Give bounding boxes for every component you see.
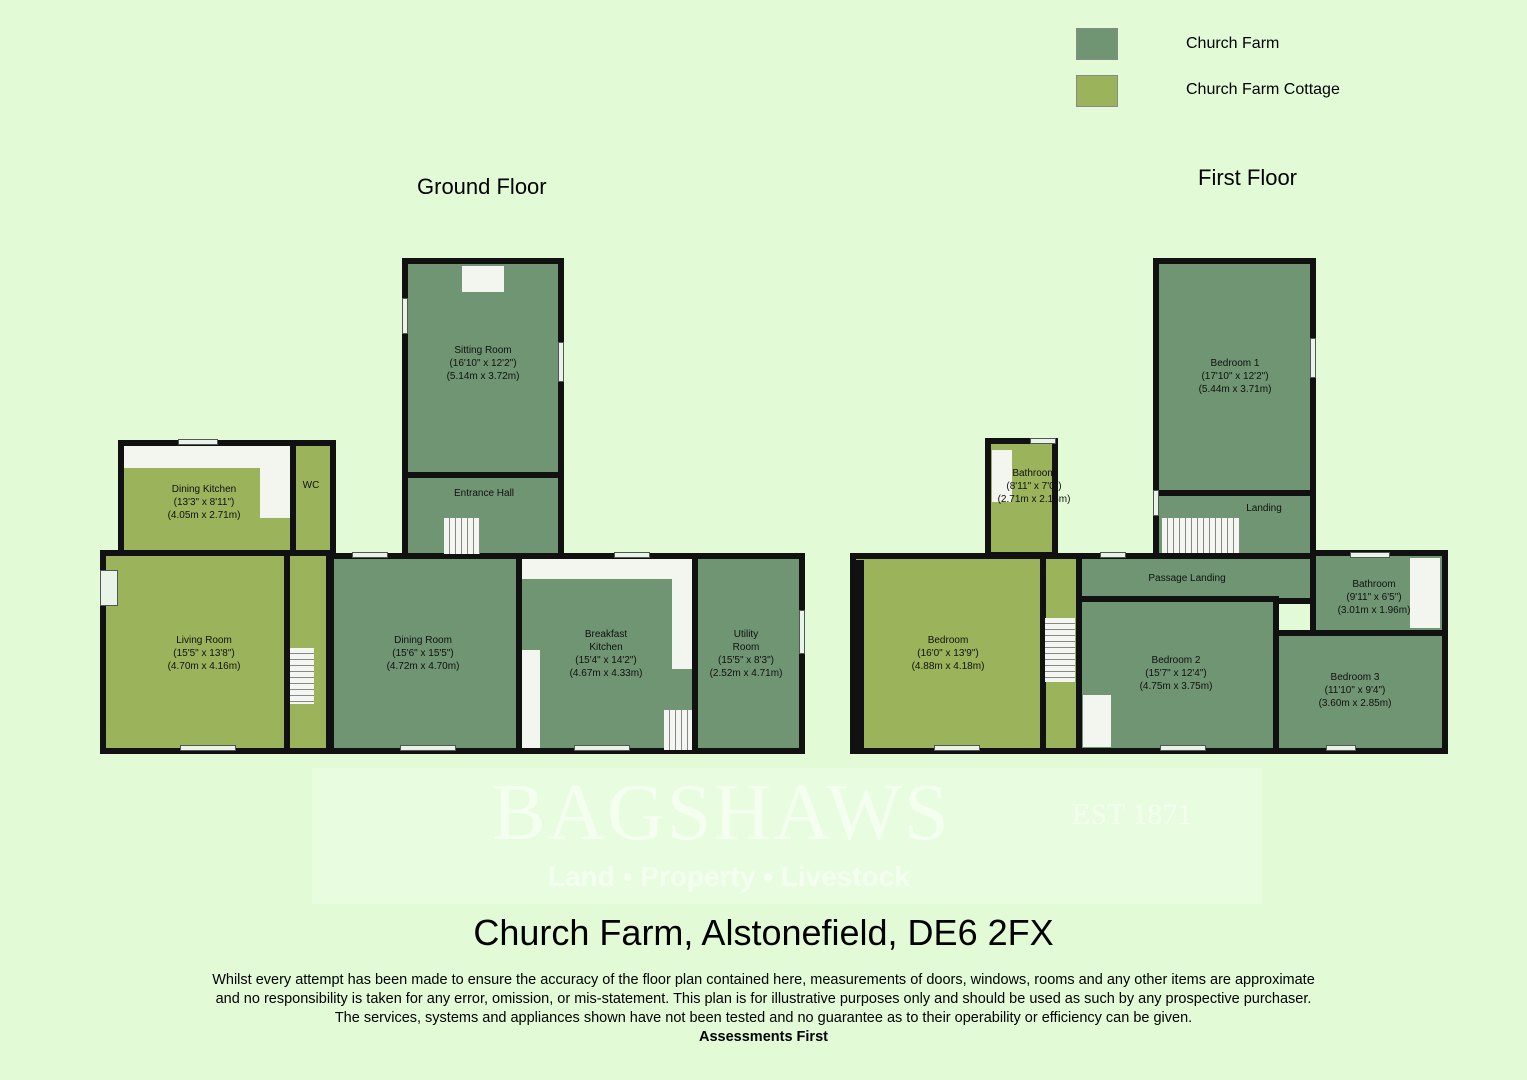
fireplace <box>462 266 504 292</box>
kitchen-units-left <box>522 650 540 748</box>
window <box>400 745 456 751</box>
bedroom-3-label: Bedroom 3(11'10" x 9'4")(3.60m x 2.85m) <box>1318 672 1392 709</box>
window <box>1326 745 1356 751</box>
window <box>178 439 218 445</box>
kitchen-units <box>522 559 692 579</box>
main-stairs <box>444 518 480 554</box>
watermark-name: BAGSHAWS <box>492 769 951 857</box>
legend-swatch-church-farm <box>1076 28 1118 60</box>
disclaimer-line-1: Whilst every attempt has been made to en… <box>212 972 1315 988</box>
disclaimer-credit: Assessments First <box>699 1029 828 1045</box>
passage-landing-label: Passage Landing <box>1148 573 1226 584</box>
wc <box>290 440 336 556</box>
sitting-room <box>402 258 564 478</box>
sitting-room-label: Sitting Room(16'10" x 12'2")(5.14m x 3.7… <box>446 345 520 382</box>
bedroom-3 <box>1273 630 1448 754</box>
ground-floor-title: Ground Floor <box>417 174 547 199</box>
bedroom-2-label: Bedroom 2(15'7" x 12'4")(4.75m x 3.75m) <box>1139 655 1213 692</box>
window <box>574 745 630 751</box>
living-room <box>100 550 296 754</box>
window <box>1310 338 1316 378</box>
cottage-stairs-ff <box>1045 618 1075 682</box>
window <box>799 610 805 654</box>
property-address: Church Farm, Alstonefield, DE6 2FX <box>473 912 1054 953</box>
window <box>1030 438 1056 444</box>
window <box>352 552 388 558</box>
cottage-bathroom-label: Bathroom(8'11" x 7'0")(2.71m x 2.13m) <box>997 468 1071 505</box>
cottage-bedroom-label: Bedroom(16'0" x 13'9")(4.88m x 4.18m) <box>911 635 985 672</box>
legend-label-cottage: Church Farm Cottage <box>1186 81 1340 98</box>
window <box>402 298 408 334</box>
watermark-est: EST 1871 <box>1072 798 1193 831</box>
bath <box>992 450 1012 502</box>
dining-kitchen-label: Dining Kitchen(13'3" x 8'11")(4.05m x 2.… <box>167 484 241 521</box>
disclaimer: Whilst every attempt has been made to en… <box>0 971 1527 1047</box>
window <box>1350 552 1390 558</box>
bagshaws-watermark: BAGSHAWS Land • Property • Livestock EST… <box>312 768 1262 904</box>
dining-room <box>328 553 522 754</box>
bath-main <box>1410 558 1440 628</box>
window <box>1153 490 1159 516</box>
window <box>1160 745 1206 751</box>
kitchen-units-side <box>672 559 692 669</box>
landing-stairs <box>1162 518 1240 554</box>
kitchen-worktop-side <box>260 446 290 518</box>
kitchen-steps <box>664 710 694 750</box>
disclaimer-line-3: The services, systems and appliances sho… <box>334 1010 1193 1026</box>
disclaimer-line-2: and no responsibility is taken for any e… <box>215 991 1312 1007</box>
wc-label: WC <box>302 480 320 491</box>
window <box>100 570 118 606</box>
watermark-tagline: Land • Property • Livestock <box>548 861 910 892</box>
landing-label: Landing <box>1246 503 1282 514</box>
kitchen-worktop <box>124 446 290 468</box>
entrance-hall <box>402 472 564 560</box>
window <box>934 745 980 751</box>
dining-room-label: Dining Room(15'6" x 15'5")(4.72m x 4.70m… <box>386 635 460 672</box>
cottage-stairs <box>290 648 314 704</box>
first-floor-title: First Floor <box>1198 165 1297 190</box>
entrance-hall-label: Entrance Hall <box>453 488 515 499</box>
window <box>180 745 236 751</box>
cylinder-cupboard <box>1083 695 1111 747</box>
bedroom-1-label: Bedroom 1(17'10" x 12'2")(5.44m x 3.71m) <box>1198 358 1272 395</box>
utility-room <box>692 553 805 754</box>
legend-swatch-cottage <box>1076 75 1118 107</box>
window <box>558 342 564 382</box>
wall-chimney <box>850 560 864 754</box>
living-room-label: Living Room(15'5" x 13'8")(4.70m x 4.16m… <box>167 635 241 672</box>
window <box>614 552 650 558</box>
window <box>1100 552 1126 558</box>
main-bathroom-label: Bathroom(9'11" x 6'5")(3.01m x 1.96m) <box>1337 579 1411 616</box>
legend-label-church-farm: Church Farm <box>1186 35 1280 52</box>
